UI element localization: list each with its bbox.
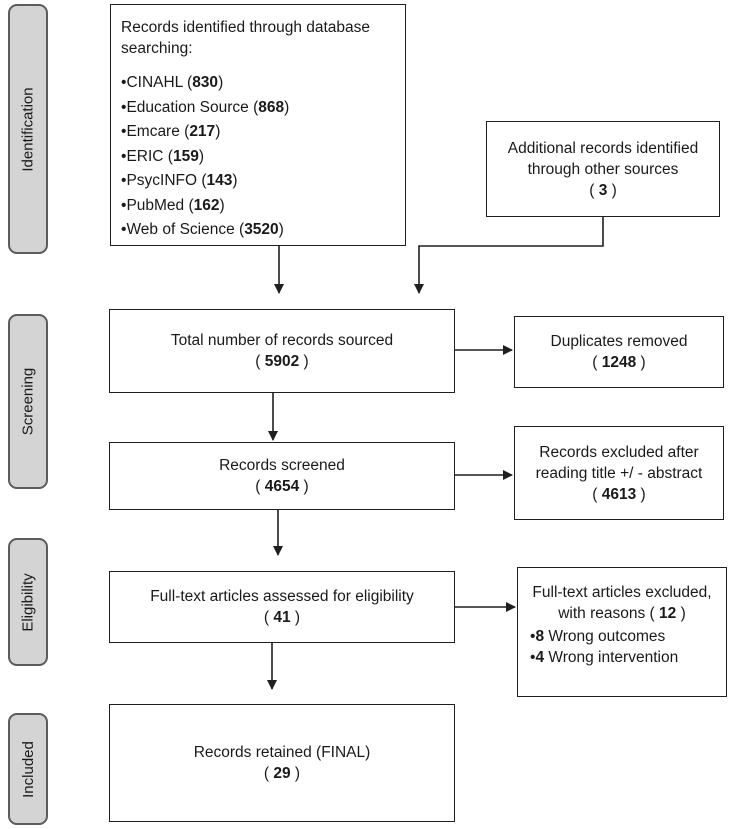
total-count: 5902 bbox=[264, 353, 300, 370]
exclusion-reason-item: •4 Wrong intervention bbox=[530, 649, 679, 666]
stage-screening: Screening bbox=[8, 314, 48, 489]
screened-count: 4654 bbox=[264, 478, 300, 495]
exclusion-reason-label: Wrong intervention bbox=[548, 649, 679, 666]
retained-count: 29 bbox=[273, 765, 291, 782]
database-source-item: •ERIC (159) bbox=[121, 147, 204, 165]
exclusion-reason-list: •8 Wrong outcomes •4 Wrong intervention bbox=[518, 626, 726, 668]
fulltext-excluded-box: Full-text articles excluded, with reason… bbox=[517, 567, 727, 697]
duplicates-count: 1248 bbox=[601, 354, 637, 371]
identification-title: Records identified through database sear… bbox=[121, 19, 371, 57]
database-source-count: 830 bbox=[192, 74, 219, 91]
additional-count: 3 bbox=[598, 181, 608, 199]
additional-records-box: Additional records identified through ot… bbox=[486, 121, 720, 217]
database-source-count: 159 bbox=[172, 147, 199, 165]
database-source-name: ERIC bbox=[126, 147, 164, 165]
stage-included: Included bbox=[8, 713, 48, 825]
records-retained-box: Records retained (FINAL) ( 29 ) bbox=[109, 704, 455, 822]
excluded-count: 4613 bbox=[601, 485, 637, 503]
screened-label: Records screened bbox=[219, 457, 345, 474]
total-label: Total number of records sourced bbox=[170, 332, 394, 349]
identification-box: Records identified through database sear… bbox=[110, 4, 406, 246]
database-source-item: •Emcare (217) bbox=[121, 123, 221, 140]
exclusion-reason-count: 8 bbox=[535, 628, 545, 645]
database-source-count: 217 bbox=[189, 123, 216, 140]
fulltext-label: Full-text articles assessed for eligibil… bbox=[150, 588, 414, 605]
duplicates-label: Duplicates removed bbox=[550, 333, 688, 350]
stage-eligibility: Eligibility bbox=[8, 538, 48, 666]
database-source-item: •PubMed (162) bbox=[121, 196, 225, 214]
database-source-name: Emcare bbox=[126, 123, 180, 140]
database-source-item: •PsycINFO (143) bbox=[121, 172, 238, 189]
database-source-item: •Web of Science (3520) bbox=[121, 221, 284, 238]
exclusion-reason-count: 4 bbox=[535, 649, 545, 666]
database-source-count: 868 bbox=[258, 98, 285, 116]
excluded-line1: Records excluded after bbox=[539, 443, 699, 461]
database-source-item: •CINAHL (830) bbox=[121, 74, 224, 91]
excluded-line2: reading title +/ - abstract bbox=[535, 464, 703, 482]
fulltext-count: 41 bbox=[273, 609, 291, 626]
records-excluded-box: Records excluded after reading title +/ … bbox=[514, 426, 724, 520]
database-source-count: 162 bbox=[193, 196, 220, 214]
duplicates-removed-box: Duplicates removed ( 1248 ) bbox=[514, 316, 724, 388]
exclusion-reason-label: Wrong outcomes bbox=[548, 628, 666, 645]
additional-line2: through other sources bbox=[527, 160, 679, 178]
total-records-box: Total number of records sourced ( 5902 ) bbox=[109, 309, 455, 393]
database-source-name: PsycINFO bbox=[126, 172, 198, 189]
database-source-name: PubMed bbox=[126, 196, 185, 214]
fulltext-excluded-line2: with reasons bbox=[558, 605, 646, 622]
database-source-count: 143 bbox=[206, 172, 233, 189]
stage-identification: Identification bbox=[8, 4, 48, 254]
database-source-item: •Education Source (868) bbox=[121, 98, 290, 116]
database-source-name: Education Source bbox=[126, 98, 249, 116]
fulltext-assessed-box: Full-text articles assessed for eligibil… bbox=[109, 571, 455, 643]
fulltext-excluded-line1: Full-text articles excluded, bbox=[532, 584, 712, 601]
retained-label: Records retained (FINAL) bbox=[193, 744, 371, 761]
database-source-name: Web of Science bbox=[126, 221, 235, 238]
database-source-name: CINAHL bbox=[126, 74, 183, 91]
exclusion-reason-item: •8 Wrong outcomes bbox=[530, 628, 666, 645]
database-source-list: •CINAHL (830) •Education Source (868) •Emc… bbox=[121, 72, 395, 240]
arrow-additional-to-total bbox=[414, 217, 604, 294]
records-screened-box: Records screened ( 4654 ) bbox=[109, 442, 455, 510]
database-source-count: 3520 bbox=[244, 221, 279, 238]
fulltext-excluded-count: 12 bbox=[659, 605, 677, 622]
additional-line1: Additional records identified bbox=[507, 139, 699, 157]
